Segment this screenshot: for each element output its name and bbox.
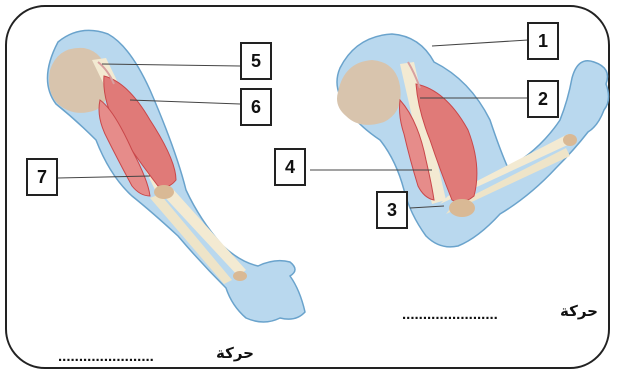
bent-arm-blank: ....................... — [402, 306, 498, 323]
leader-line-1 — [432, 40, 528, 46]
label-1: 1 — [538, 31, 548, 52]
label-2: 2 — [538, 89, 548, 110]
label-box-1: 1 — [527, 22, 559, 60]
bent-arm-elbow — [449, 199, 475, 217]
label-box-6: 6 — [240, 88, 272, 126]
label-7: 7 — [37, 167, 47, 188]
label-box-7: 7 — [26, 158, 58, 196]
bent-arm-caption: حركة — [560, 302, 598, 320]
label-6: 6 — [251, 97, 261, 118]
label-3: 3 — [387, 200, 397, 221]
label-box-2: 2 — [527, 80, 559, 118]
label-5: 5 — [251, 51, 261, 72]
label-box-3: 3 — [376, 191, 408, 229]
straight-arm-caption: حركة — [216, 344, 254, 362]
straight-arm-blank: ....................... — [58, 348, 154, 365]
straight-arm-wrist — [233, 271, 247, 281]
label-4: 4 — [285, 157, 295, 178]
straight-arm-elbow — [154, 185, 174, 199]
label-box-5: 5 — [240, 42, 272, 80]
label-box-4: 4 — [274, 148, 306, 186]
bent-arm-wrist — [563, 134, 577, 146]
